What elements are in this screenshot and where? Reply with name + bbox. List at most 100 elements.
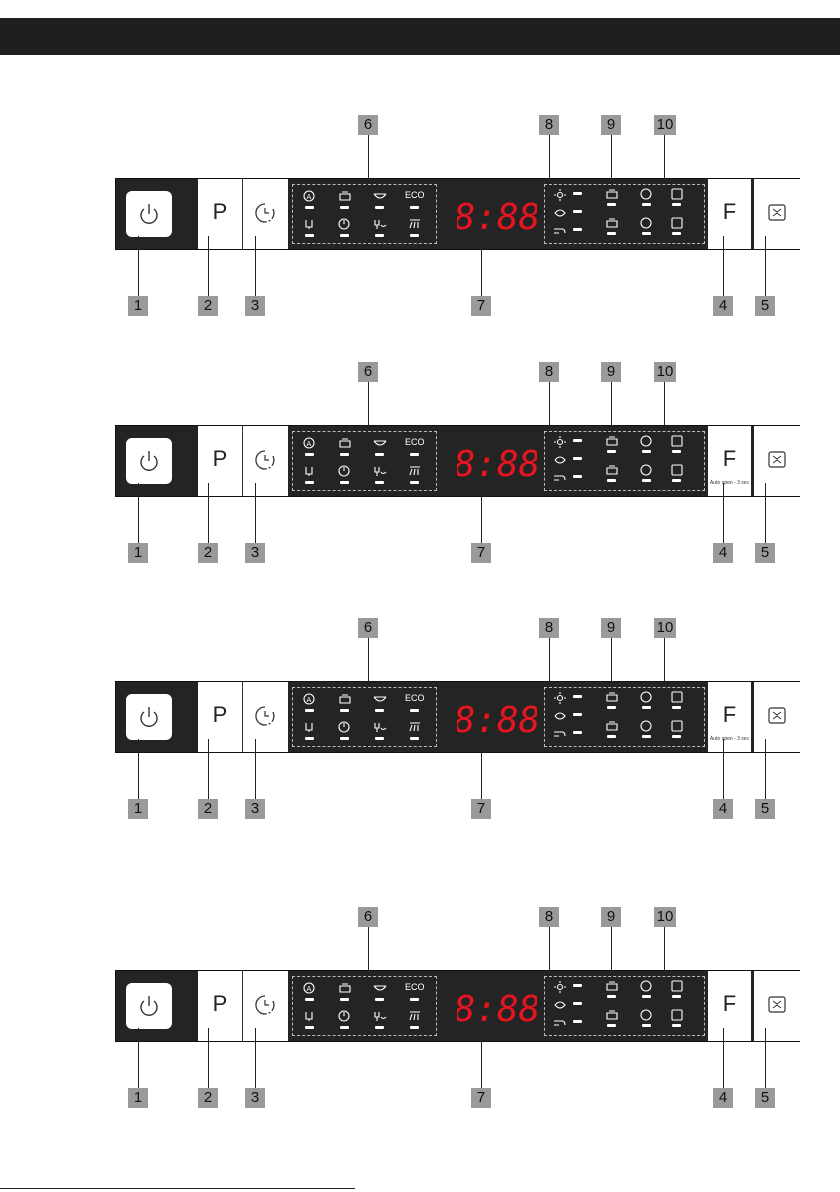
wash-zone-button[interactable]: [754, 426, 800, 496]
callout-leader: [138, 739, 139, 799]
status-led: [573, 439, 582, 442]
display-digits: 8:88: [457, 700, 537, 739]
callout-5: 5: [755, 799, 775, 819]
intensive-pot-icon: [338, 693, 352, 705]
water-tap-icon: [553, 472, 567, 484]
program-button-label: P: [198, 446, 242, 472]
rinse-aid-icon: [553, 189, 567, 201]
program-led: [340, 234, 349, 237]
power-button[interactable]: [126, 983, 172, 1029]
callout-10: 10: [654, 907, 676, 927]
callout-9: 9: [601, 907, 621, 927]
program-led: [375, 737, 384, 740]
program-led: [410, 453, 419, 456]
delay-timer-icon: [243, 426, 288, 496]
callout-leader: [255, 1028, 256, 1088]
callout-leader: [765, 739, 766, 799]
program-led: [305, 998, 314, 1001]
prewash-icon: [408, 721, 422, 733]
callout-3: 3: [245, 543, 265, 563]
header-bar: [0, 18, 840, 55]
option-led: [642, 735, 651, 738]
program-button-label: P: [198, 702, 242, 728]
intensive-pot-icon: [338, 437, 352, 449]
rinse-aid-icon: [553, 692, 567, 704]
option-led: [607, 450, 616, 453]
program-led: [305, 1026, 314, 1029]
program-led: [410, 998, 419, 1001]
function-button[interactable]: F: [708, 971, 751, 1041]
callout-7: 7: [471, 543, 491, 563]
auto-program-icon: A: [303, 982, 317, 994]
program-led: [410, 481, 419, 484]
program-led: [375, 998, 384, 1001]
callout-6: 6: [358, 618, 378, 638]
callout-6: 6: [358, 907, 378, 927]
delay-button[interactable]: [243, 426, 288, 496]
glass-48-icon: [303, 721, 317, 733]
power-icon: [126, 438, 172, 484]
power-button[interactable]: [126, 438, 172, 484]
callout-2: 2: [198, 296, 218, 316]
program-button[interactable]: P: [198, 682, 243, 752]
option-led: [672, 203, 681, 206]
option-led: [642, 479, 651, 482]
option-led: [642, 706, 651, 709]
power-button[interactable]: [126, 694, 172, 740]
callout-leader: [208, 236, 209, 296]
upper-basket-icon: [605, 980, 619, 992]
callout-leader: [255, 483, 256, 543]
lower-basket-icon: [605, 464, 619, 476]
callout-9: 9: [601, 618, 621, 638]
status-led: [573, 475, 582, 478]
program-led: [375, 234, 384, 237]
callout-leader: [368, 638, 369, 686]
delay-button[interactable]: [243, 682, 288, 752]
status-led: [573, 984, 582, 987]
function-button[interactable]: F: [708, 179, 751, 249]
auto-open-icon: [670, 691, 684, 703]
option-led: [672, 995, 681, 998]
status-led: [573, 695, 582, 698]
intensive-pot-icon: [338, 982, 352, 994]
wash-zone-button[interactable]: [754, 971, 800, 1041]
auto-open-note: Auto open - 3 sec: [708, 480, 751, 486]
program-led: [305, 234, 314, 237]
delay-button[interactable]: [243, 971, 288, 1041]
status-led: [573, 210, 582, 213]
function-button-label: F: [708, 199, 751, 225]
wash-zone-icon: [754, 682, 800, 752]
option-led: [642, 995, 651, 998]
glass-48-icon: [303, 218, 317, 230]
option-indicators: [544, 431, 705, 491]
program-led: [375, 453, 384, 456]
callout-10: 10: [654, 618, 676, 638]
callout-leader: [549, 927, 550, 975]
program-led: [340, 709, 349, 712]
auto-open-icon: [670, 435, 684, 447]
program-button[interactable]: P: [198, 971, 243, 1041]
wash-zone-button[interactable]: [754, 179, 800, 249]
delay-button[interactable]: [243, 179, 288, 249]
program-button[interactable]: P: [198, 426, 243, 496]
option-led: [672, 450, 681, 453]
svg-text:A: A: [307, 985, 312, 993]
option-led: [642, 203, 651, 206]
program-button[interactable]: P: [198, 179, 243, 249]
program-led: [410, 206, 419, 209]
callout-10: 10: [654, 362, 676, 382]
glass-plate-icon: [373, 465, 387, 477]
power-button[interactable]: [126, 191, 172, 237]
callout-1: 1: [128, 296, 148, 316]
callout-4: 4: [713, 1088, 733, 1108]
wash-zone-button[interactable]: [754, 682, 800, 752]
callout-leader: [208, 1028, 209, 1088]
rinse-aid-icon: [553, 981, 567, 993]
callout-leader: [368, 927, 369, 975]
